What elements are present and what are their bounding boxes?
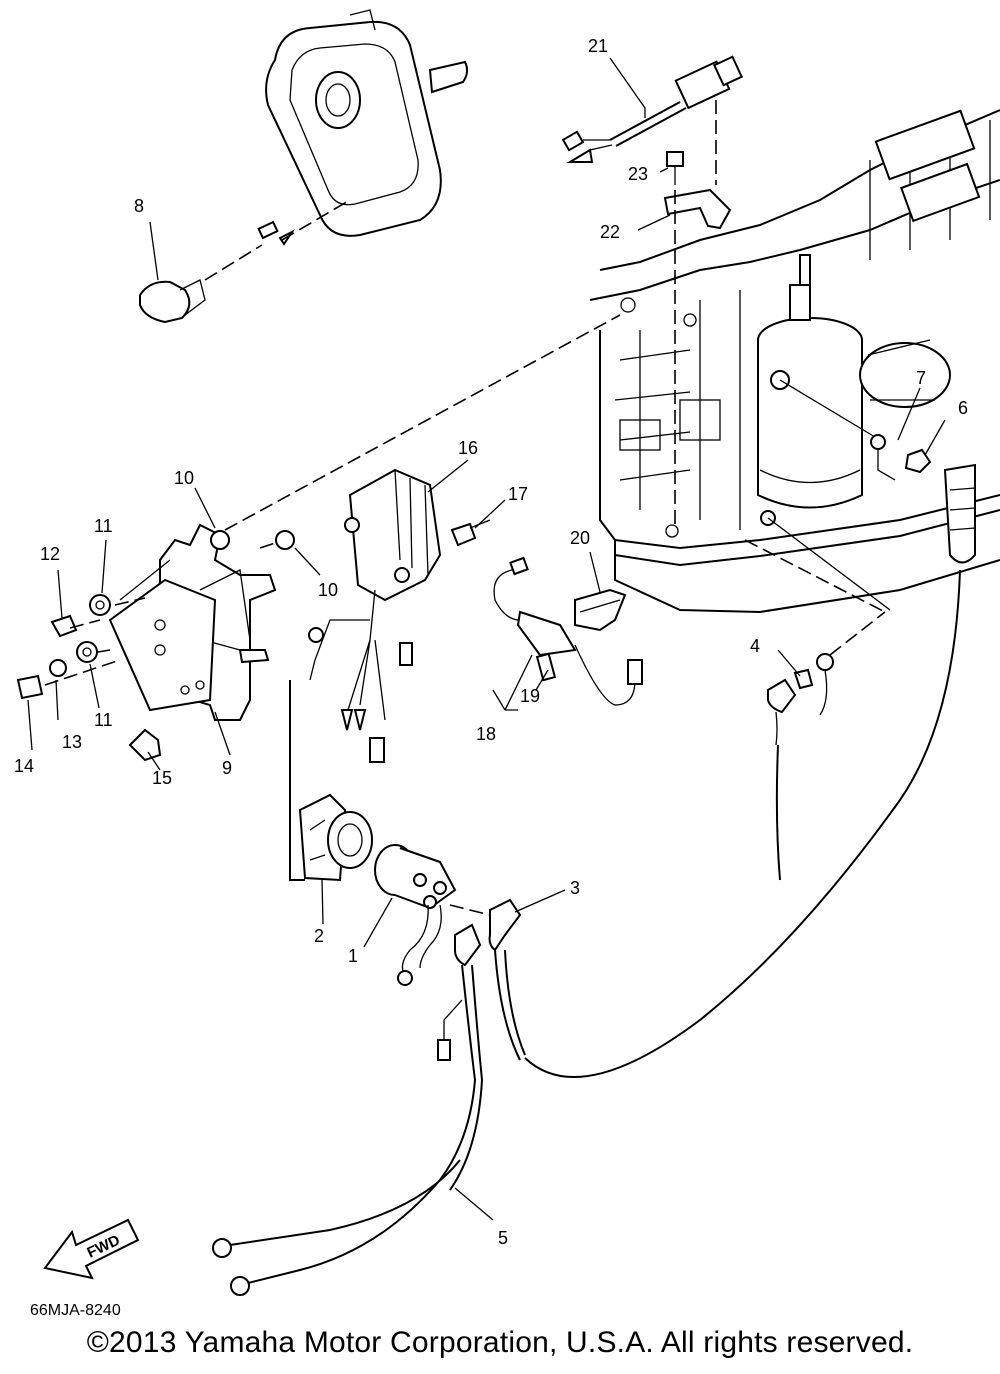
callout-labels: 1 2 3 4 5 6 7 8 9 10 10 11 11 12 13 14 1…: [14, 36, 968, 1248]
relay-1: [374, 844, 491, 986]
copyright-notice: ©2013 Yamaha Motor Corporation, U.S.A. A…: [86, 1326, 914, 1359]
callout-7: 7: [916, 368, 926, 388]
leader-lines: [27, 57, 946, 1221]
part-21-23: [561, 55, 744, 525]
callout-9: 9: [222, 758, 232, 778]
callout-11-upper: 11: [94, 516, 113, 536]
callout-14: 14: [14, 756, 34, 776]
callout-21: 21: [588, 36, 608, 56]
callout-8: 8: [134, 196, 144, 216]
callout-10-lower: 10: [318, 580, 338, 600]
callout-2: 2: [314, 926, 324, 946]
callout-6: 6: [958, 398, 968, 418]
fwd-arrow-icon: FWD: [43, 1218, 140, 1280]
callout-11-lower: 11: [94, 710, 113, 730]
cable-4-end: [744, 539, 886, 881]
callout-19: 19: [520, 686, 540, 706]
callout-4: 4: [750, 636, 760, 656]
callout-13: 13: [62, 732, 82, 752]
callout-22: 22: [600, 222, 620, 242]
part-8-housing: [139, 9, 469, 324]
callout-20: 20: [570, 528, 590, 548]
callout-12: 12: [40, 544, 60, 564]
callout-15: 15: [152, 768, 172, 788]
callout-18: 18: [476, 724, 496, 744]
callout-17: 17: [508, 484, 528, 504]
callout-1: 1: [348, 946, 358, 966]
callout-23: 23: [628, 164, 648, 184]
parts-diagram: FWD 1 2 3 4 5 6 7 8 9 10 10 11 11 12 13 …: [14, 9, 1000, 1319]
cable-3: [488, 569, 961, 1078]
fuse-holder-18: [493, 556, 643, 706]
callout-3: 3: [570, 878, 580, 898]
diagram-code: 66MJA-8240: [30, 1302, 121, 1319]
callout-16: 16: [458, 438, 478, 458]
callout-5: 5: [498, 1228, 508, 1248]
bracket-assembly: [16, 314, 621, 762]
engine-block: [589, 109, 1000, 614]
relay-2: [289, 680, 373, 882]
cable-5: [212, 923, 484, 1296]
callout-10-upper: 10: [174, 468, 194, 488]
regulator-16: [308, 468, 491, 763]
